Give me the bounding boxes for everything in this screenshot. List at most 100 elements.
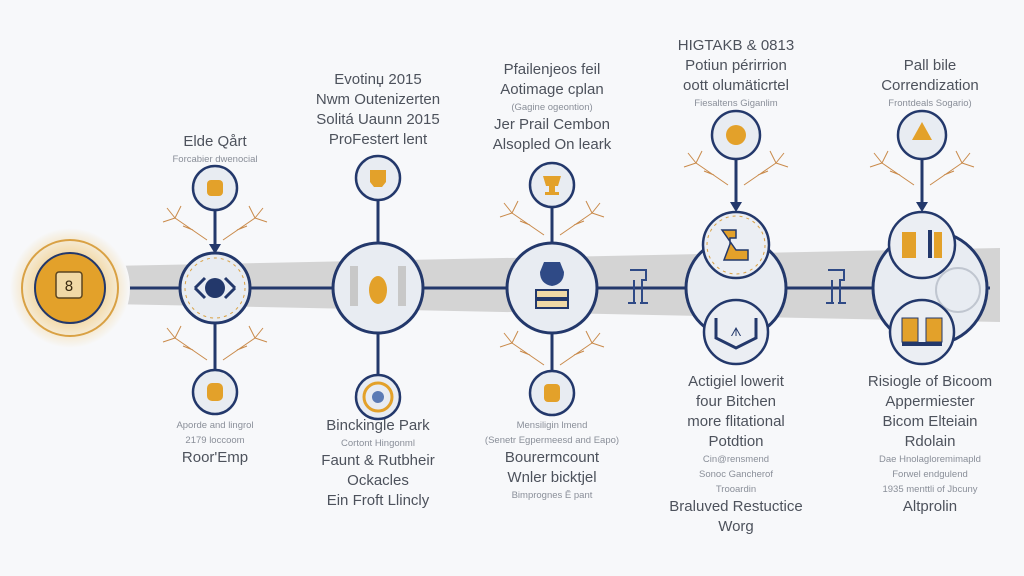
label-caption: Trooardin [715, 484, 757, 495]
label-title: Potdtion [708, 433, 764, 450]
branch-sprig [743, 150, 789, 186]
columns-icon [902, 230, 942, 258]
label-caption: Dae Hnolagloremimapld [879, 454, 981, 465]
shield-icon [714, 318, 758, 350]
node-2-top[interactable] [354, 154, 402, 202]
label-title: Worg [718, 518, 754, 535]
globe-icon [372, 391, 384, 403]
node-1-top[interactable] [191, 164, 239, 212]
branch-sprig [499, 200, 545, 236]
label-title: Pall bile [903, 57, 957, 74]
label-title: Risiogle of Bicoom [867, 373, 993, 390]
branch-sprig [559, 330, 605, 366]
person-figure-icon [628, 269, 846, 304]
label-title: Braluved Restuctice [669, 498, 803, 515]
node-3-bottom[interactable] [528, 369, 576, 417]
label-title: more flitational [687, 413, 785, 430]
label-title: Potiun périrrion [685, 57, 787, 74]
label-caption: 1935 menttli of Jbcuny [882, 484, 978, 495]
label-caption: Cin@rensmend [702, 454, 770, 465]
svg-text:8: 8 [65, 279, 74, 295]
label-title: Elde Qårt [183, 133, 247, 150]
label-title: Pfailenjeos feil [503, 61, 601, 78]
node-3[interactable] [505, 241, 599, 335]
label-caption: Bimprognes Ӗ pant [511, 490, 593, 501]
label-title: Wnler bicktjel [507, 469, 597, 486]
node-5[interactable] [871, 210, 989, 366]
label-title: Binckingle Park [326, 417, 430, 434]
branch-sprig [222, 325, 268, 361]
label-title: Altprolin [902, 498, 958, 515]
document-icon [55, 271, 83, 299]
start-node[interactable]: 8 [10, 228, 130, 348]
label-caption: Forwel endgulend [892, 469, 968, 480]
label-title: Nwm Outenizerten [315, 91, 441, 108]
bag-icon [544, 384, 560, 402]
node-4[interactable]: ᗑ [684, 210, 788, 366]
branch-sprig [162, 325, 208, 361]
label-caption: Frontdeals Sogario) [888, 98, 972, 109]
label-title: Alsopled On leark [492, 136, 612, 153]
label-title: Faunt & Rutbheir [321, 452, 435, 469]
label-title: Jer Prail Cembon [494, 116, 610, 133]
label-caption: Mensiligin lmend [516, 420, 588, 431]
label-title: Correndization [881, 77, 979, 94]
branch-sprig [499, 330, 545, 366]
label-title: Actigiel lowerit [688, 373, 784, 390]
arrowheads [209, 202, 928, 254]
node-2-bottom[interactable] [354, 373, 402, 421]
network-icon [193, 276, 237, 300]
label-caption: 2179 loccoom [185, 435, 245, 446]
branch-sprig [222, 205, 268, 241]
grid-icon [901, 317, 943, 346]
svg-text:ᗑ: ᗑ [730, 325, 741, 339]
branch-sprigs [162, 150, 975, 366]
label-title: Aotimage cplan [500, 81, 604, 98]
node-5-top[interactable] [896, 109, 948, 161]
branch-sprig [559, 200, 605, 236]
lock-icon [207, 180, 223, 196]
label-title: ProFestert lent [328, 131, 428, 148]
label-title: Solitá Uaunn 2015 [316, 111, 440, 128]
column-3-bottom-label: Mensiligin lmend (Senetr Egpermeesd and E… [442, 418, 662, 503]
label-caption: Sonoc Gancherof [699, 469, 773, 480]
label-title: Appermiester [885, 393, 975, 410]
tree-icon [912, 122, 932, 140]
node-2[interactable] [331, 241, 425, 335]
tools-icon [350, 266, 406, 306]
label-caption: Forcabier dwenocial [172, 154, 258, 165]
label-title: oott olumäticrtel [683, 77, 789, 94]
branch-sprig [162, 205, 208, 241]
label-title: Rdolain [904, 433, 956, 450]
coin-icon [726, 125, 746, 145]
branch-sprig [869, 150, 915, 186]
label-title: Ein Froft Llincly [326, 492, 430, 509]
label-title: four Bitchen [695, 393, 777, 410]
vase-stack-icon [535, 262, 569, 309]
label-title: Evotinџ 2015 [334, 71, 422, 88]
label-caption: (Senetr Egpermeesd and Eapo) [484, 435, 620, 446]
label-title: Bicom Elteiain [882, 413, 978, 430]
trophy-icon [543, 176, 561, 195]
node-4-top[interactable] [710, 109, 762, 161]
label-caption: Cortont Hingonml [341, 438, 415, 449]
label-caption: Fiesaltens Giganlim [694, 98, 778, 109]
label-title: Bourermcount [504, 449, 600, 466]
label-caption: Aporde and lingrol [176, 420, 254, 431]
node-1-bottom[interactable] [191, 368, 239, 416]
branch-sprig [929, 150, 975, 186]
node-1[interactable] [178, 251, 252, 325]
node-3-top[interactable] [528, 161, 576, 209]
label-title: HIGTAKB & 0813 [677, 37, 795, 54]
bell-icon [370, 170, 386, 187]
label-title: Ockacles [347, 472, 409, 489]
